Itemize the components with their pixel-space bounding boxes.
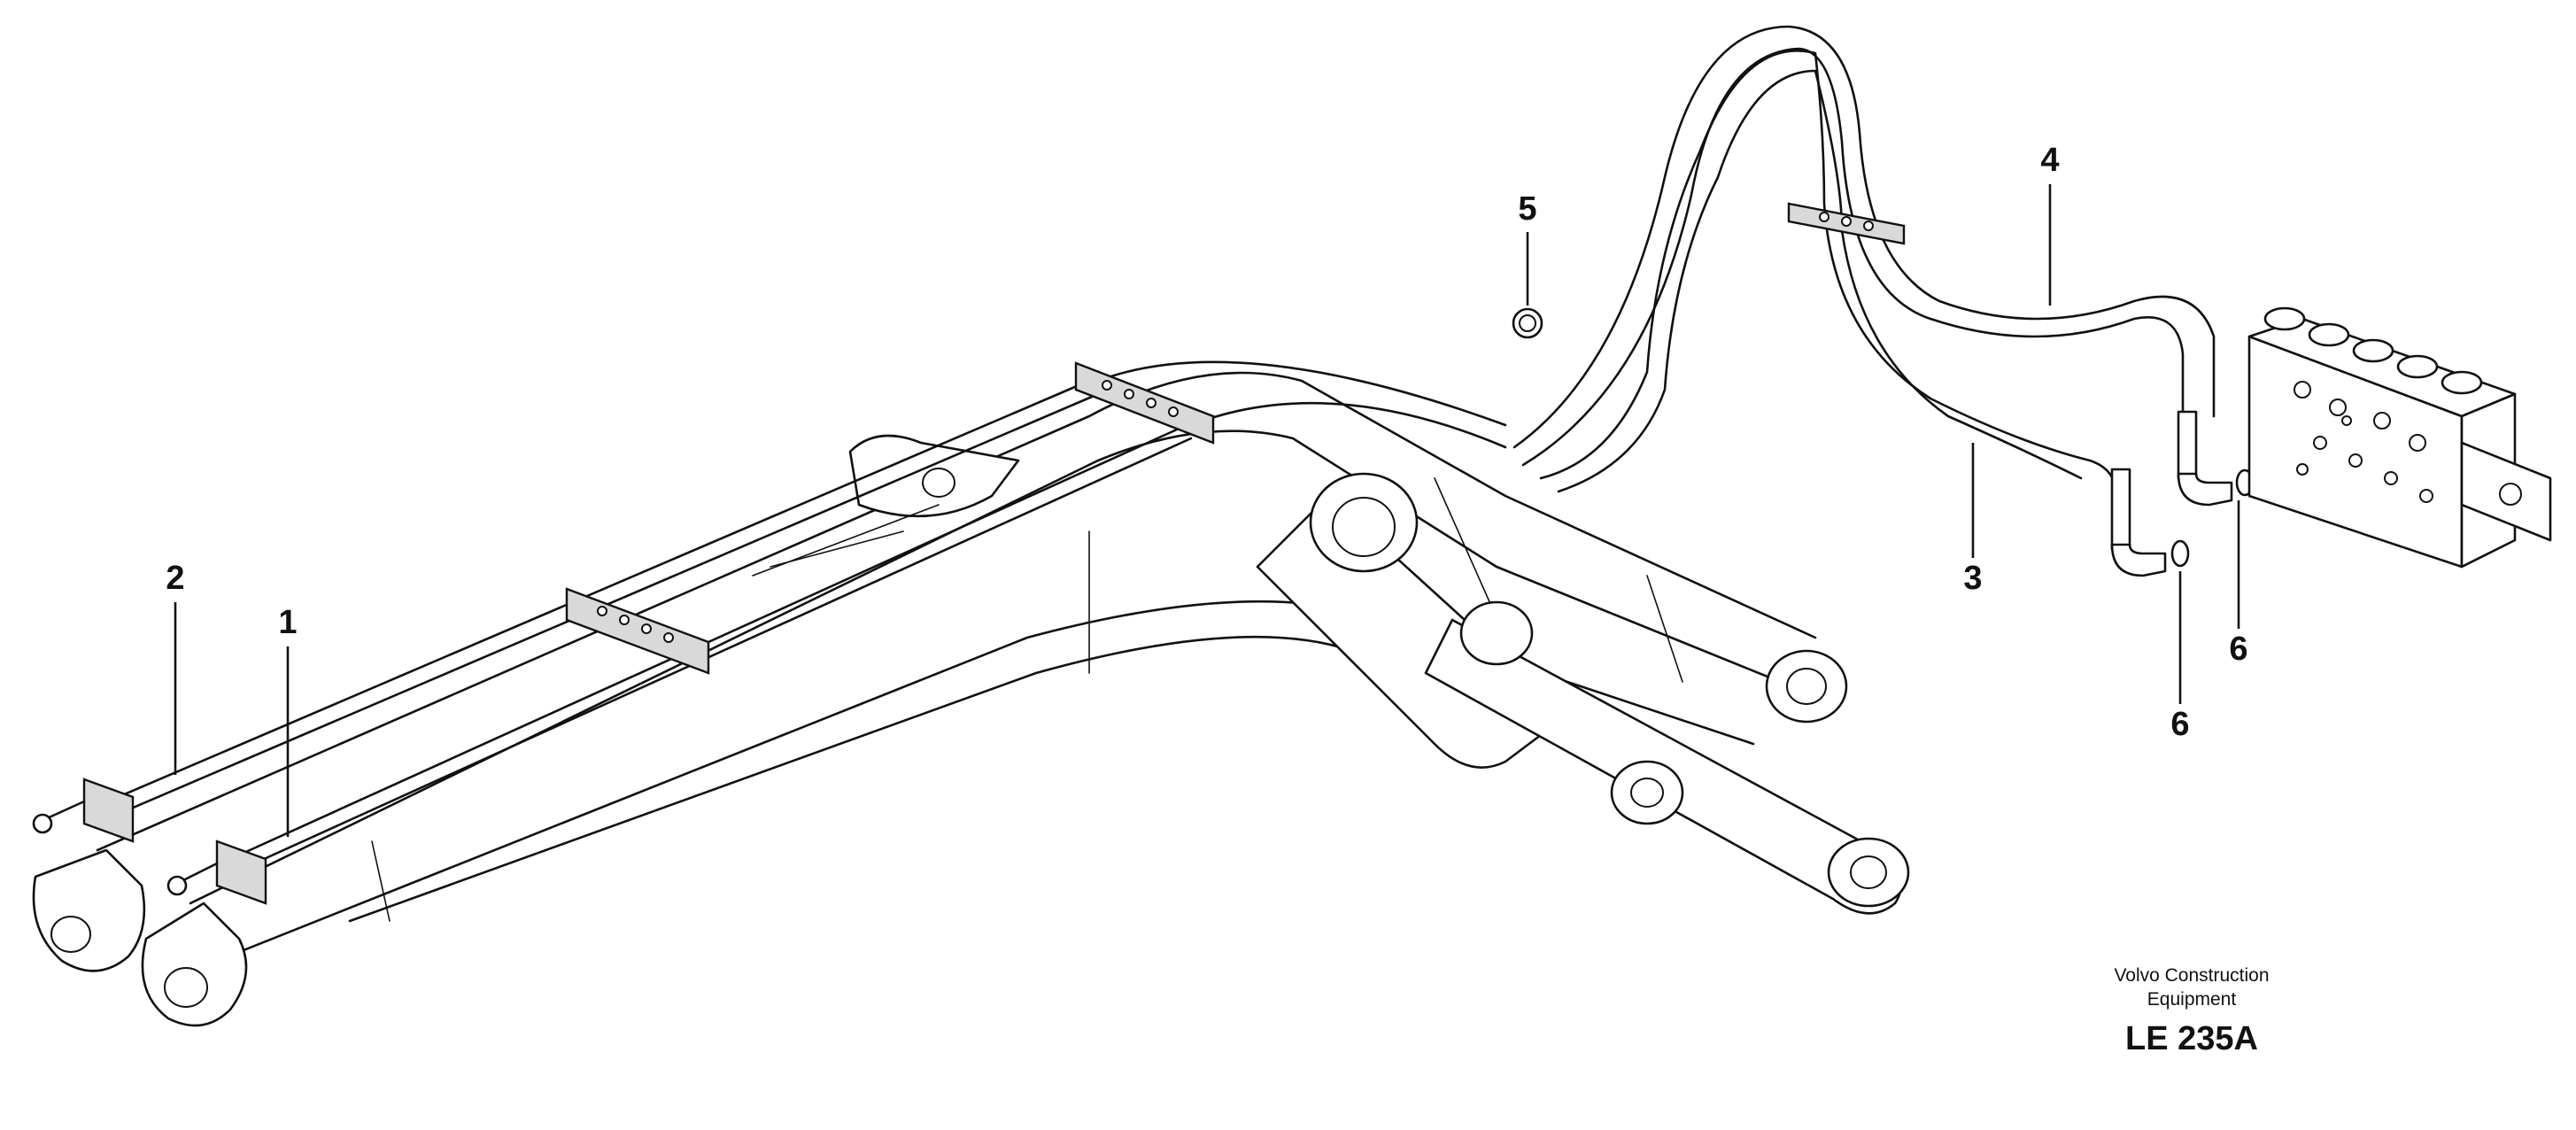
pipe-clamp-middle: [565, 587, 710, 675]
callout-1: 1: [278, 604, 298, 837]
control-valve: [2247, 306, 2552, 569]
callout-6-right: 6: [2229, 500, 2248, 668]
pipe-end-fitting-2: [32, 778, 135, 843]
svg-text:1: 1: [278, 604, 297, 641]
publisher-label: Volvo Construction Equipment LE 235A: [2114, 965, 2269, 1057]
svg-text:6: 6: [2229, 631, 2247, 668]
svg-text:5: 5: [1518, 190, 1536, 228]
brand-line-2: Equipment: [2147, 989, 2237, 1010]
svg-text:6: 6: [2170, 706, 2189, 743]
svg-text:2: 2: [166, 560, 184, 597]
pipe-clamp-top: [1074, 361, 1215, 445]
callout-5: 5: [1518, 190, 1537, 306]
figure-code: LE 235A: [2125, 1020, 2258, 1057]
pipe-end-fitting-1: [166, 840, 267, 905]
boom: [32, 371, 1910, 1027]
callout-6-left: 6: [2170, 571, 2190, 743]
callout-4: 4: [2040, 142, 2060, 306]
hoses: [1512, 25, 2255, 577]
callout-2: 2: [166, 560, 185, 775]
callout-3: 3: [1963, 443, 1983, 597]
brand-line-1: Volvo Construction: [2114, 965, 2269, 986]
svg-text:4: 4: [2040, 142, 2059, 179]
svg-text:3: 3: [1963, 560, 1982, 597]
